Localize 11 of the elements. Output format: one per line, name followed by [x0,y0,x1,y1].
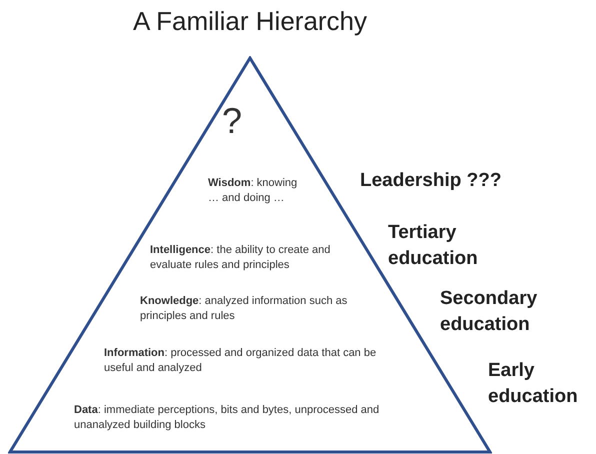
level-description: Information: processed and organized data that can be useful and analyzed [104,346,378,376]
education-level-label: Early education [488,359,579,409]
education-level-label: Tertiary education [388,221,479,271]
question-mark: ? [222,100,242,142]
level-description: Data: immediate perceptions, bits and bytes, unprocessed and unanalyzed building blocks [74,403,380,433]
level-description: Intelligence: the ability to create and evaluate rules and principles [150,243,332,273]
education-level-label: Secondary education [440,287,538,337]
level-description: Wisdom: knowing … and doing … [208,176,298,206]
level-description: Knowledge: analyzed information such as principles and rules [140,294,348,324]
education-level-label: Leadership ??? [360,169,502,193]
diagram-title: A Familiar Hierarchy [132,6,368,37]
